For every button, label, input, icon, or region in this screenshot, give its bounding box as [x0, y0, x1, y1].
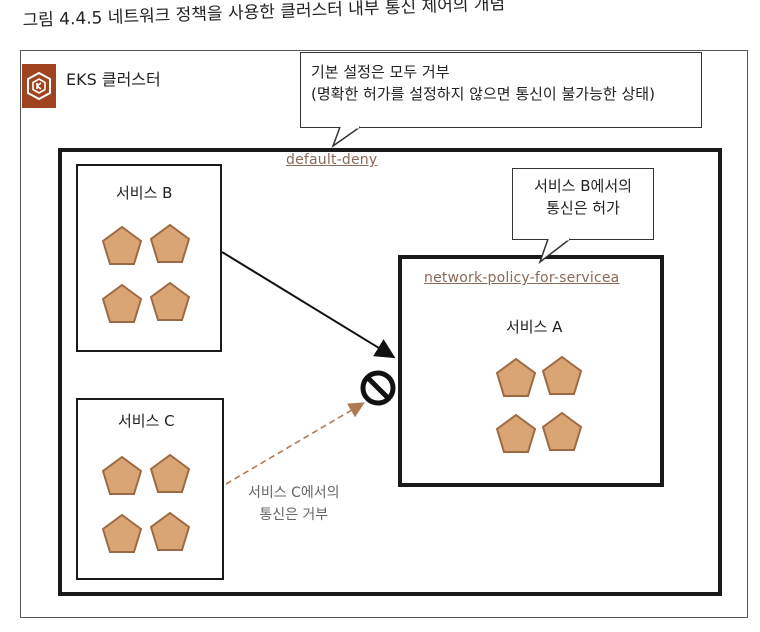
- service-a-policy-label: network-policy-for-servicea: [424, 270, 620, 286]
- cluster-title: EKS 클러스터: [66, 70, 161, 89]
- pod-icon: [148, 280, 192, 324]
- pod-icon: [494, 356, 538, 400]
- allow-callout-line2: 통신은 허가: [546, 199, 620, 217]
- service-c-box: [76, 398, 224, 580]
- default-deny-label: default-deny: [286, 152, 378, 168]
- deny-note-line1: 서비스 C에서의: [248, 485, 340, 501]
- service-b-label: 서비스 B: [116, 184, 173, 202]
- default-callout-line1: 기본 설정은 모두 거부: [311, 63, 450, 81]
- pod-icon: [100, 454, 144, 498]
- allow-callout-tail: [538, 238, 571, 265]
- service-a-label: 서비스 A: [506, 318, 563, 336]
- allow-callout: 서비스 B에서의 통신은 허가: [512, 168, 654, 240]
- pod-icon: [100, 512, 144, 556]
- default-deny-callout: 기본 설정은 모두 거부 (명확한 허가를 설정하지 않으면 통신이 불가능한 …: [300, 52, 702, 128]
- default-callout-tail: [331, 126, 361, 148]
- allow-callout-line1: 서비스 B에서의: [534, 177, 632, 195]
- pod-icon: [148, 510, 192, 554]
- deny-note: 서비스 C에서의 통신은 거부: [248, 482, 340, 526]
- cluster-boundary: [58, 148, 722, 596]
- deny-note-line2: 통신은 거부: [259, 507, 329, 523]
- pod-icon: [540, 354, 584, 398]
- eks-logo-icon: [22, 64, 56, 108]
- allow-arrow: [221, 251, 396, 359]
- pod-icon: [540, 410, 584, 454]
- pod-icon: [100, 224, 144, 268]
- default-callout-line2: (명확한 허가를 설정하지 않으면 통신이 불가능한 상태): [311, 85, 655, 103]
- service-c-label: 서비스 C: [118, 412, 175, 430]
- deny-arrow: [225, 402, 365, 485]
- pod-icon: [148, 452, 192, 496]
- pod-icon: [148, 222, 192, 266]
- prohibited-icon: [358, 368, 398, 408]
- pod-icon: [100, 282, 144, 326]
- pod-icon: [494, 412, 538, 456]
- service-b-box: [76, 164, 222, 352]
